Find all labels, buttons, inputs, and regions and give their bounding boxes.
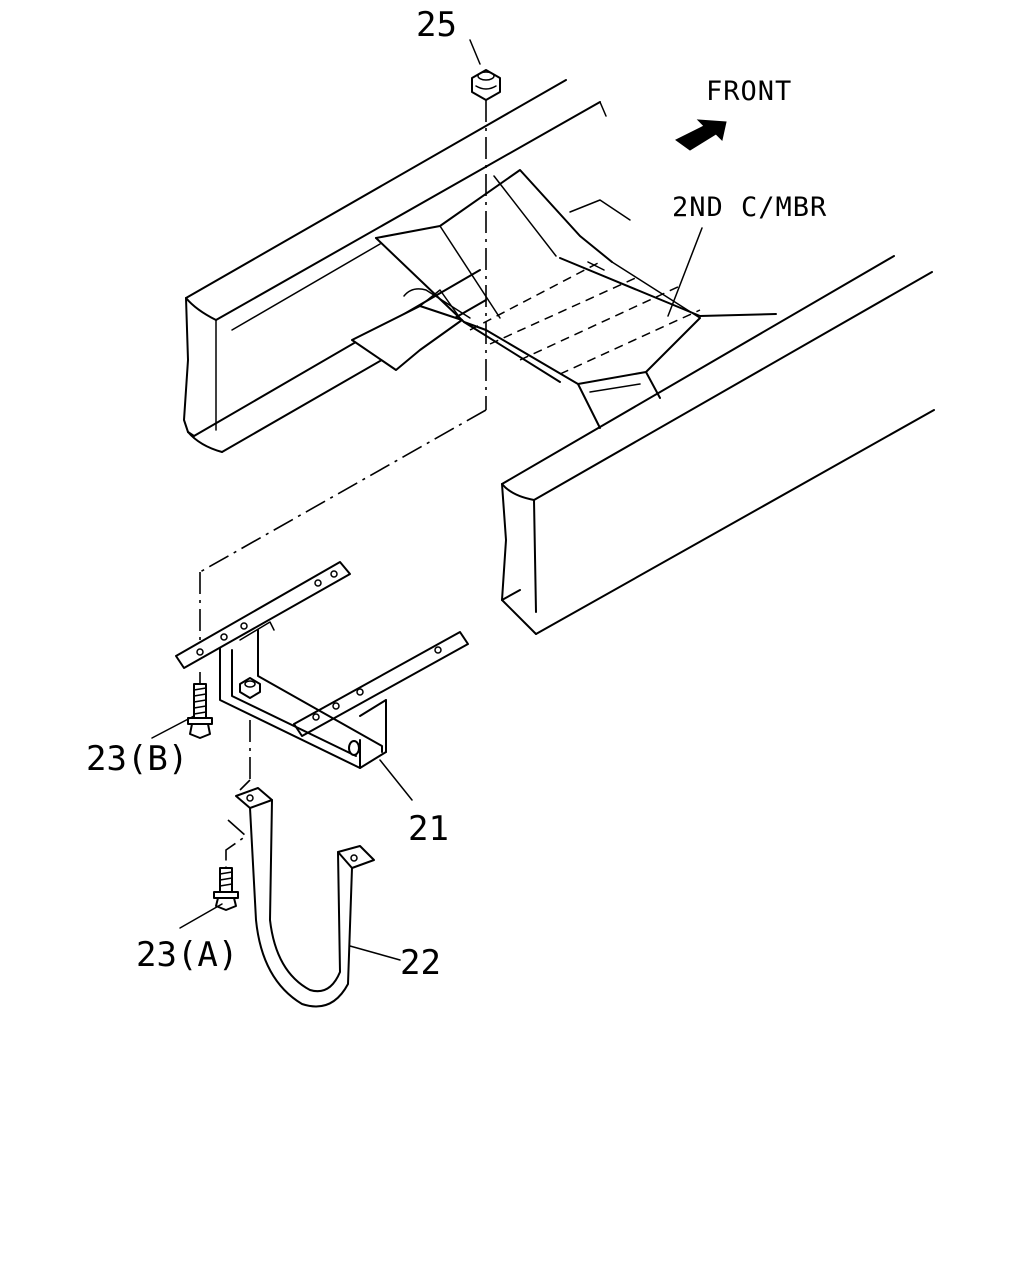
second-crossmember	[351, 169, 777, 429]
crossmember-label: 2ND C/MBR	[672, 192, 827, 223]
flange-nut-25[interactable]	[471, 69, 501, 101]
bracket-leader	[379, 759, 413, 801]
strap-22[interactable]	[235, 787, 375, 1008]
strap-leader	[349, 945, 401, 961]
front-arrow-icon	[675, 119, 727, 151]
front-label: FRONT	[706, 76, 792, 107]
callout-23a: 23(A)	[136, 935, 238, 975]
callout-23b: 23(B)	[86, 739, 188, 779]
nut-leader	[469, 39, 481, 65]
bolt-b-leader	[151, 715, 195, 739]
callout-22: 22	[400, 943, 441, 983]
right-frame-rail	[501, 255, 935, 635]
left-frame-rail	[183, 79, 607, 453]
crossmember-leader	[667, 227, 703, 317]
bracket-21[interactable]	[175, 561, 469, 769]
callout-25: 25	[416, 5, 457, 45]
callout-21: 21	[408, 809, 449, 849]
bolt-23b[interactable]	[187, 683, 213, 739]
bolt-23a[interactable]	[213, 867, 239, 911]
assembly-centerlines	[199, 100, 487, 870]
bolt-a-leader	[179, 903, 223, 929]
